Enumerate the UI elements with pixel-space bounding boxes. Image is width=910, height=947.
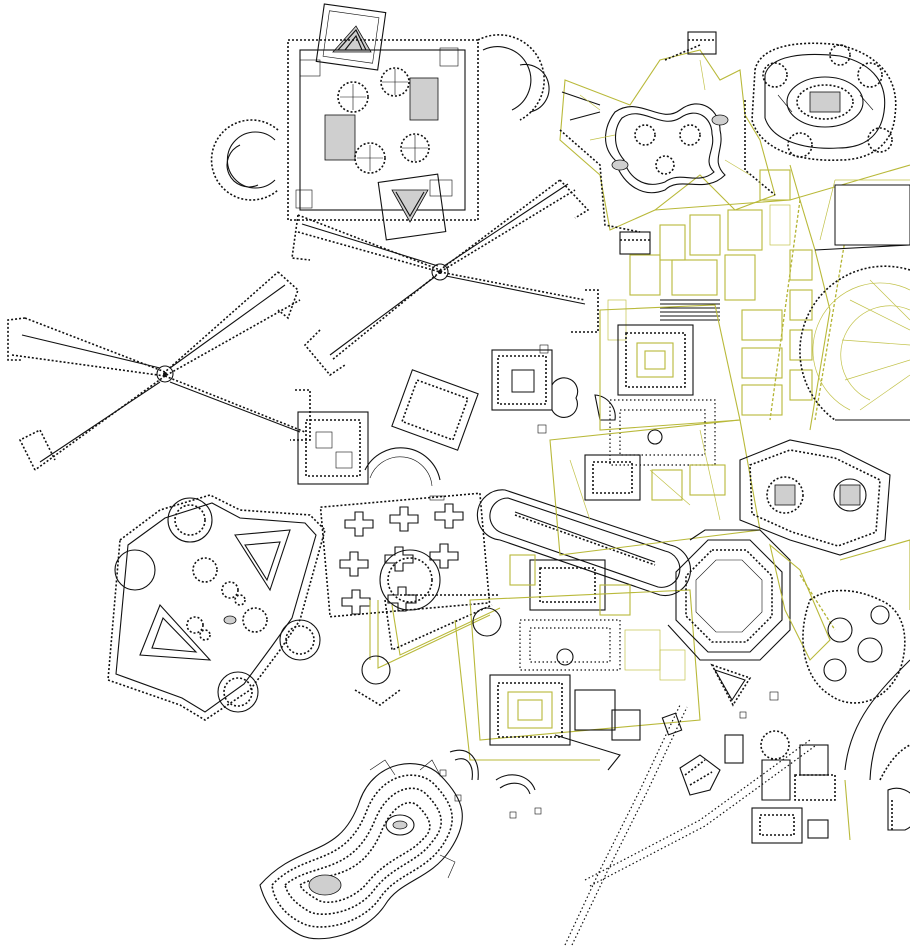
octagon-arena [667, 529, 791, 661]
butterfly-complex [559, 31, 776, 255]
right-middle-complex [739, 439, 910, 841]
yellow-grid-upper [607, 164, 910, 431]
semicircle-fan [799, 265, 910, 421]
central-district [454, 304, 761, 771]
center-small-buildings [297, 344, 616, 487]
serpentine-labyrinth [259, 759, 463, 940]
x-gallery-upper [291, 179, 599, 377]
cross-grid-block [319, 492, 491, 618]
oval-complex [751, 42, 897, 161]
scattered-lower-buildings [439, 663, 910, 844]
x-gallery-lower [7, 271, 311, 471]
north-cruciform-complex [210, 3, 550, 241]
circus-stadium [476, 489, 692, 597]
dotted-road [564, 704, 816, 946]
star-complex [107, 494, 326, 721]
l-avenue [354, 549, 502, 706]
